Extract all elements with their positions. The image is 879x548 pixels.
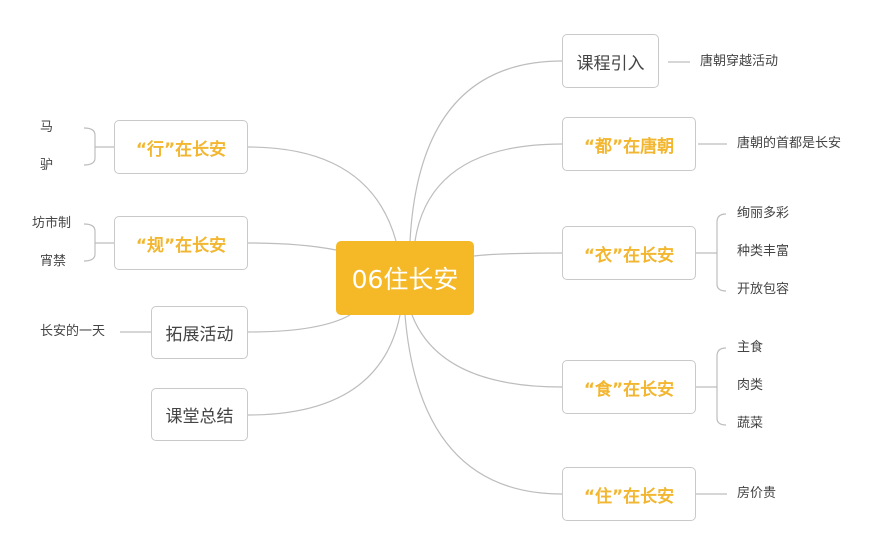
topic-course-intro[interactable]: 课程引入 (562, 34, 659, 88)
leaf-item[interactable]: 房价贵 (737, 486, 777, 501)
leaf-item[interactable]: 驴 (40, 158, 54, 173)
leaf-item[interactable]: 绚丽多彩 (737, 206, 790, 221)
leaf-item[interactable]: 坊市制 (32, 216, 72, 231)
leaf-item[interactable]: 主食 (737, 340, 764, 355)
topic-food[interactable]: “食”在长安 (562, 360, 696, 414)
topic-extension-activity[interactable]: 拓展活动 (151, 306, 248, 359)
leaf-item[interactable]: 开放包容 (737, 282, 790, 297)
topic-class-summary[interactable]: 课堂总结 (151, 388, 248, 441)
leaf-item[interactable]: 唐朝穿越活动 (700, 54, 779, 69)
topic-capital[interactable]: “都”在唐朝 (562, 117, 696, 171)
topic-housing[interactable]: “住”在长安 (562, 467, 696, 521)
leaf-item[interactable]: 马 (40, 120, 54, 135)
leaf-item[interactable]: 肉类 (737, 378, 764, 393)
leaf-item[interactable]: 长安的一天 (40, 324, 106, 339)
leaf-item[interactable]: 蔬菜 (737, 416, 764, 431)
topic-travel[interactable]: “行”在长安 (114, 120, 248, 174)
topic-rules[interactable]: “规”在长安 (114, 216, 248, 270)
central-topic[interactable]: 06住长安 (336, 241, 474, 315)
leaf-item[interactable]: 宵禁 (40, 254, 67, 269)
leaf-item[interactable]: 种类丰富 (737, 244, 790, 259)
leaf-item[interactable]: 唐朝的首都是长安 (737, 136, 842, 151)
topic-clothing[interactable]: “衣”在长安 (562, 226, 696, 280)
